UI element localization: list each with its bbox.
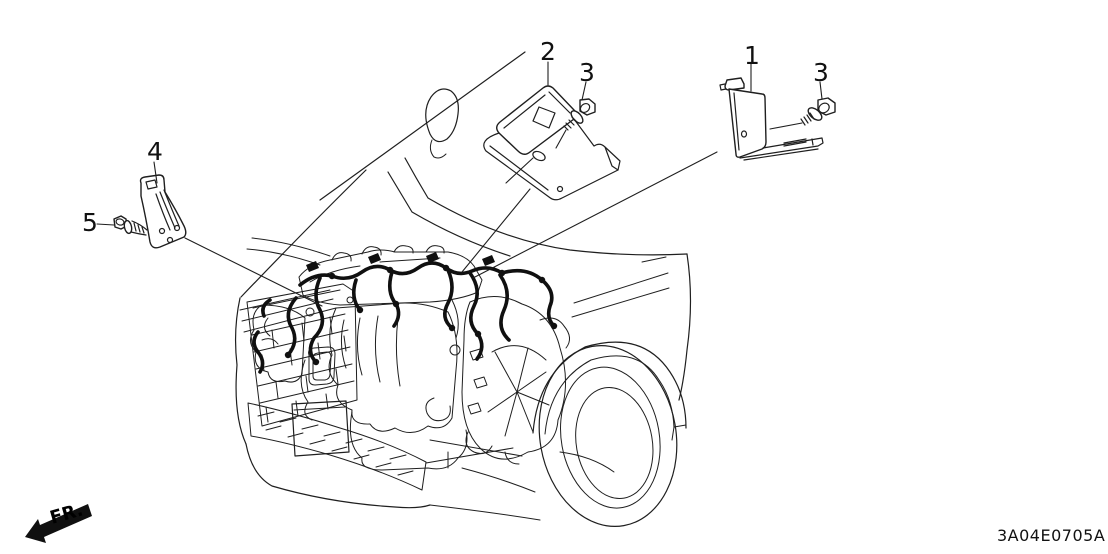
callouts: 1 2 3 3 4 5 (82, 37, 829, 237)
callout-label-2[interactable]: 2 (540, 37, 556, 66)
bolt-part-3-left (563, 98, 596, 131)
engine-assembly (250, 245, 570, 471)
fr-arrow-icon (25, 504, 92, 543)
bolt-part-3-right (800, 97, 836, 126)
bolt-part-5 (113, 215, 148, 236)
front-wheel (538, 345, 678, 527)
callout-label-3a[interactable]: 3 (579, 58, 595, 87)
vehicle-outline (234, 51, 692, 527)
bracket-part-4 (139, 174, 187, 249)
lower-grille (247, 402, 427, 491)
diagram-code: 3A04E0705A (997, 526, 1105, 545)
callout-label-3b[interactable]: 3 (813, 58, 829, 87)
side-mirror (425, 88, 459, 143)
front-direction-indicator: FR. (25, 499, 92, 543)
callout-label-5[interactable]: 5 (82, 208, 98, 237)
callout-label-4[interactable]: 4 (147, 137, 163, 166)
callout-label-1[interactable]: 1 (744, 41, 760, 70)
transmission-sunburst (487, 345, 550, 437)
leader-lines (96, 61, 823, 307)
engine-wire-harness (252, 252, 558, 374)
bracket-part-1 (719, 77, 824, 161)
license-plate (291, 400, 350, 457)
wheel-arch (532, 341, 687, 434)
bracket-part-2 (483, 85, 621, 201)
fr-label: FR. (48, 499, 86, 528)
